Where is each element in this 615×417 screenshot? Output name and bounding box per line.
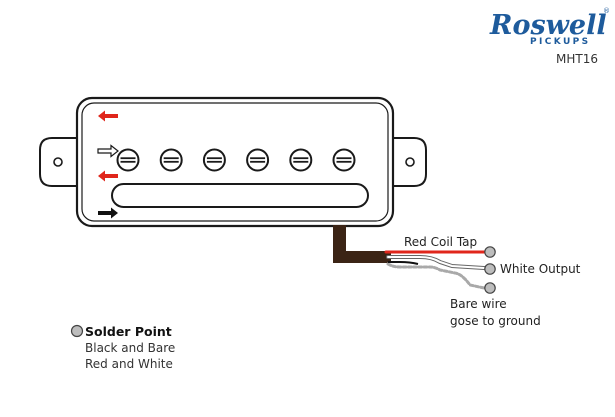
mounting-hole-right xyxy=(405,157,415,167)
arrow-left-lower-middle xyxy=(98,170,118,182)
legend-title: Solder Point xyxy=(85,324,172,339)
pole-pieces xyxy=(116,148,356,172)
legend: Solder Point Black and Bare Red and Whit… xyxy=(70,324,175,371)
pole-piece-5 xyxy=(289,148,313,172)
pole-piece-2 xyxy=(159,148,183,172)
registered-mark: ® xyxy=(603,7,610,15)
pickup-body xyxy=(39,96,427,228)
pickup-cover-inner xyxy=(81,102,389,222)
cable-assembly xyxy=(333,225,486,290)
legend-line-1: Black and Bare xyxy=(85,341,175,355)
arrow-right-bottom xyxy=(98,207,118,219)
solder-point-red-coil-tap xyxy=(484,246,496,258)
label-red-coil-tap: Red Coil Tap xyxy=(404,235,477,249)
arrow-right-upper-middle xyxy=(97,144,119,158)
magnet-direction-arrows xyxy=(97,110,119,219)
pole-piece-3 xyxy=(202,148,226,172)
legend-line-2: Red and White xyxy=(85,357,173,371)
brand-logo: Roswell ® PICKUPS xyxy=(489,7,610,47)
solder-point-bare xyxy=(484,282,496,294)
blade-slot xyxy=(111,183,369,208)
mounting-hole-left xyxy=(53,157,63,167)
model-code: MHT16 xyxy=(556,52,598,66)
pole-piece-4 xyxy=(246,148,270,172)
brand-subtitle: PICKUPS xyxy=(530,37,591,47)
pole-piece-6 xyxy=(332,148,356,172)
legend-solder-point-icon xyxy=(70,324,84,338)
cable-exit xyxy=(333,225,391,263)
pole-piece-1 xyxy=(116,148,140,172)
wire-black xyxy=(388,261,419,265)
arrow-left-top xyxy=(98,110,118,122)
solder-points xyxy=(484,246,496,294)
wire-white-output-core xyxy=(387,256,485,269)
label-white-output: White Output xyxy=(500,262,581,276)
label-bare-wire-ground: gose to ground xyxy=(450,314,541,328)
wire-bare xyxy=(386,262,486,290)
cable-end-cap xyxy=(376,251,386,263)
brand-name: Roswell xyxy=(489,10,607,41)
label-bare-wire: Bare wire xyxy=(450,297,507,311)
solder-point-white-output xyxy=(484,263,496,275)
